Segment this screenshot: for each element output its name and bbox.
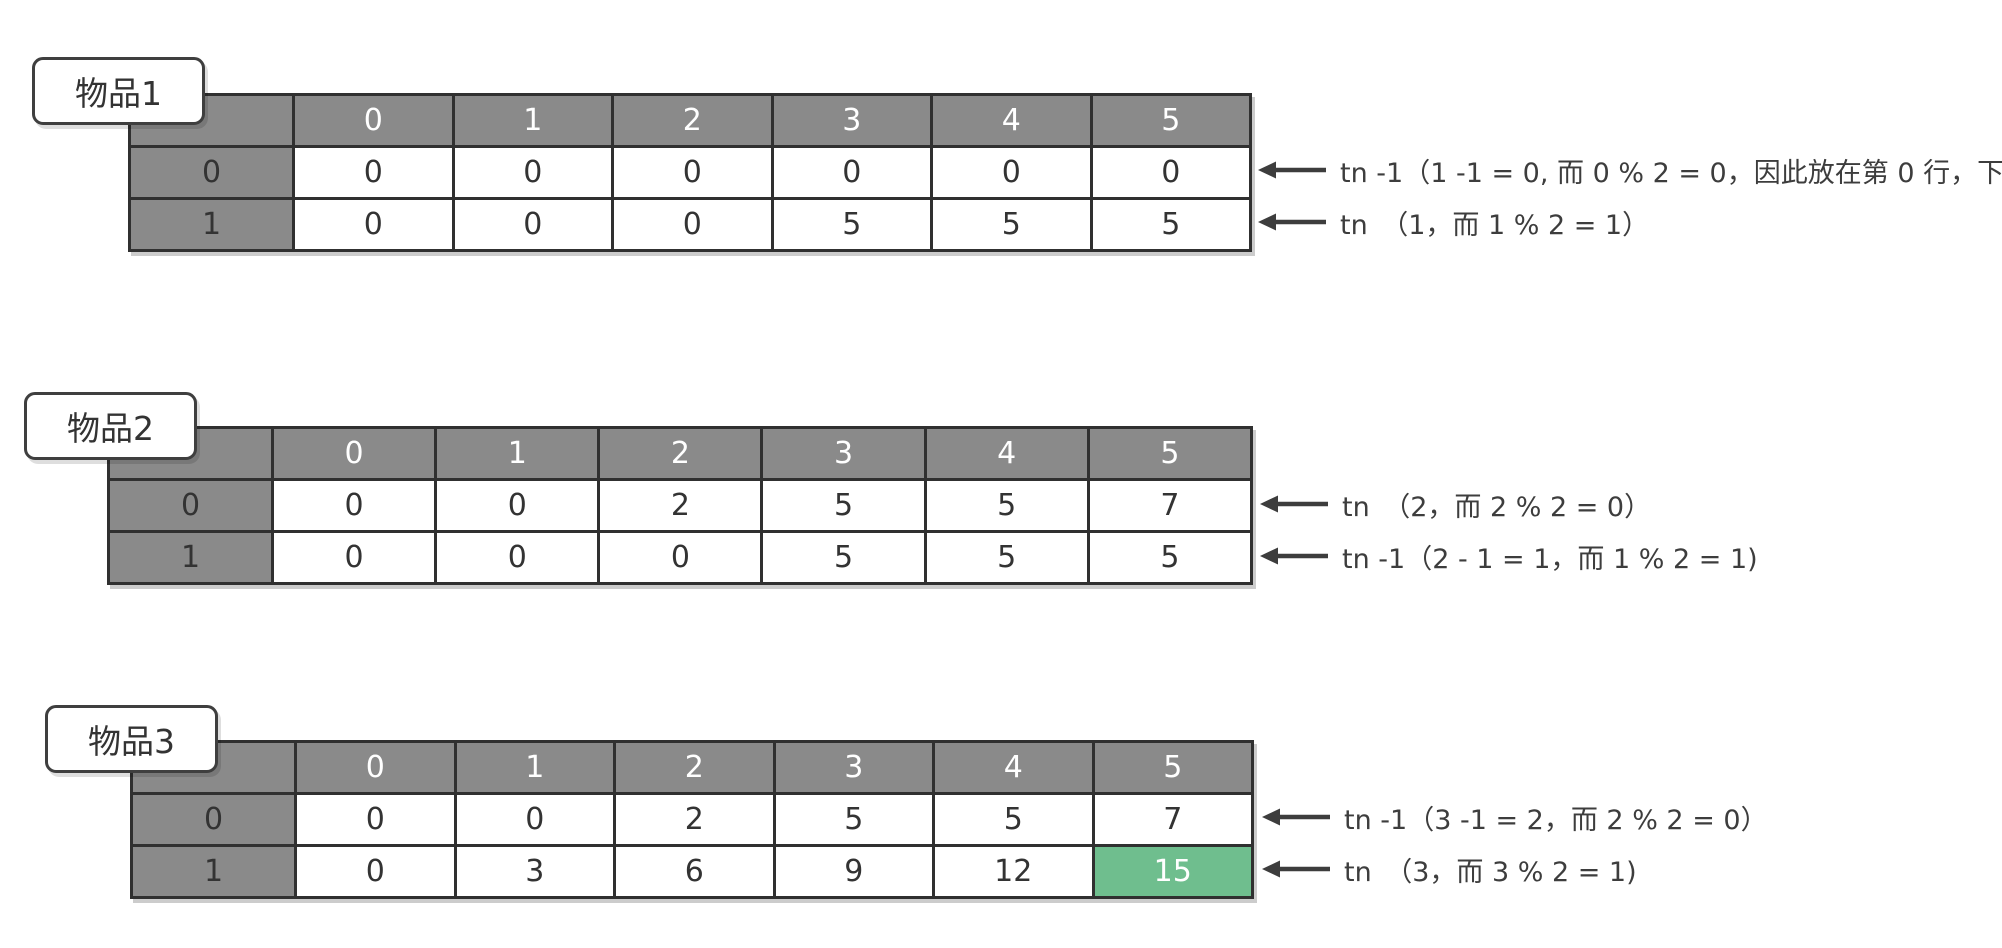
column-header-cell: 4 — [932, 740, 1095, 795]
annotation-item3-row1: tn （3，而 3 % 2 = 1) — [1262, 850, 1637, 888]
value-cell: 0 — [451, 145, 614, 200]
value-cell: 7 — [1086, 478, 1254, 533]
value-cell: 5 — [760, 530, 927, 585]
left-arrow-icon — [1262, 860, 1330, 878]
value-cell: 12 — [932, 844, 1095, 899]
left-arrow-icon — [1258, 161, 1326, 179]
annotation-item1-row1: tn （1，而 1 % 2 = 1） — [1258, 203, 1649, 241]
annotation-text: tn （3，而 3 % 2 = 1) — [1344, 856, 1637, 888]
column-header-cell: 0 — [270, 426, 438, 481]
column-header-cell: 2 — [613, 740, 776, 795]
left-arrow-icon — [1260, 495, 1328, 513]
annotation-text: tn -1（1 -1 = 0, 而 0 % 2 = 0，因此放在第 0 行，下同… — [1340, 157, 2002, 189]
column-header-cell: 5 — [1086, 426, 1254, 481]
value-cell: 5 — [932, 792, 1095, 847]
value-cell: 0 — [294, 844, 457, 899]
value-cell: 5 — [930, 197, 1093, 252]
column-header-cell: 4 — [923, 426, 1090, 481]
column-header-cell: 4 — [930, 93, 1093, 148]
left-arrow-icon — [1262, 808, 1330, 826]
row-header-cell: 0 — [128, 145, 295, 200]
annotation-item3-row0: tn -1（3 -1 = 2，而 2 % 2 = 0） — [1262, 798, 1768, 836]
value-cell: 5 — [1089, 197, 1252, 252]
value-cell: 5 — [770, 197, 933, 252]
column-header-cell: 1 — [453, 740, 616, 795]
value-cell: 0 — [270, 478, 438, 533]
value-cell: 0 — [453, 792, 616, 847]
value-cell: 2 — [613, 792, 776, 847]
annotation-text: tn -1（2 - 1 = 1，而 1 % 2 = 1) — [1342, 543, 1758, 575]
column-header-cell: 0 — [294, 740, 457, 795]
value-cell: 7 — [1091, 792, 1254, 847]
value-cell: 5 — [923, 478, 1090, 533]
item-2-label-text: 物品2 — [67, 409, 154, 448]
row-header-cell: 1 — [107, 530, 274, 585]
highlighted-value-cell: 15 — [1091, 844, 1254, 899]
value-cell: 5 — [760, 478, 927, 533]
annotation-item2-row0: tn （2，而 2 % 2 = 0） — [1260, 485, 1651, 523]
value-cell: 5 — [772, 792, 935, 847]
value-cell: 0 — [270, 530, 438, 585]
column-header-cell: 0 — [292, 93, 455, 148]
left-arrow-icon — [1260, 547, 1328, 565]
row-header-cell: 0 — [130, 792, 297, 847]
column-header-cell: 3 — [772, 740, 935, 795]
column-header-cell: 3 — [770, 93, 933, 148]
column-header-cell: 1 — [451, 93, 614, 148]
value-cell: 0 — [294, 792, 457, 847]
item-3-label-text: 物品3 — [88, 722, 175, 761]
value-cell: 3 — [453, 844, 616, 899]
column-header-cell: 3 — [760, 426, 927, 481]
value-cell: 0 — [292, 197, 455, 252]
value-cell: 5 — [1086, 530, 1254, 585]
column-header-cell: 2 — [611, 93, 774, 148]
annotation-text: tn （2，而 2 % 2 = 0） — [1342, 491, 1652, 523]
annotation-item2-row1: tn -1（2 - 1 = 1，而 1 % 2 = 1) — [1260, 537, 1758, 575]
annotation-text: tn （1，而 1 % 2 = 1） — [1340, 209, 1650, 241]
value-cell: 0 — [434, 478, 601, 533]
value-cell: 2 — [597, 478, 764, 533]
column-header-cell: 1 — [434, 426, 601, 481]
value-cell: 0 — [611, 197, 774, 252]
value-cell: 0 — [434, 530, 601, 585]
value-cell: 9 — [772, 844, 935, 899]
value-cell: 6 — [613, 844, 776, 899]
column-header-cell: 5 — [1089, 93, 1252, 148]
item-3-label: 物品3 — [45, 705, 218, 773]
value-cell: 0 — [770, 145, 933, 200]
annotation-item1-row0: tn -1（1 -1 = 0, 而 0 % 2 = 0，因此放在第 0 行，下同… — [1258, 151, 2002, 189]
row-header-cell: 1 — [130, 844, 297, 899]
left-arrow-icon — [1258, 213, 1326, 231]
value-cell: 5 — [923, 530, 1090, 585]
value-cell: 0 — [1089, 145, 1252, 200]
annotation-text: tn -1（3 -1 = 2，而 2 % 2 = 0） — [1344, 804, 1768, 836]
row-header-cell: 0 — [107, 478, 274, 533]
column-header-cell: 5 — [1091, 740, 1254, 795]
item-1-label: 物品1 — [32, 57, 205, 125]
item-1-label-text: 物品1 — [75, 74, 162, 113]
value-cell: 0 — [930, 145, 1093, 200]
row-header-cell: 1 — [128, 197, 295, 252]
item-2-label: 物品2 — [24, 392, 197, 460]
value-cell: 0 — [611, 145, 774, 200]
column-header-cell: 2 — [597, 426, 764, 481]
value-cell: 0 — [292, 145, 455, 200]
value-cell: 0 — [451, 197, 614, 252]
value-cell: 0 — [597, 530, 764, 585]
